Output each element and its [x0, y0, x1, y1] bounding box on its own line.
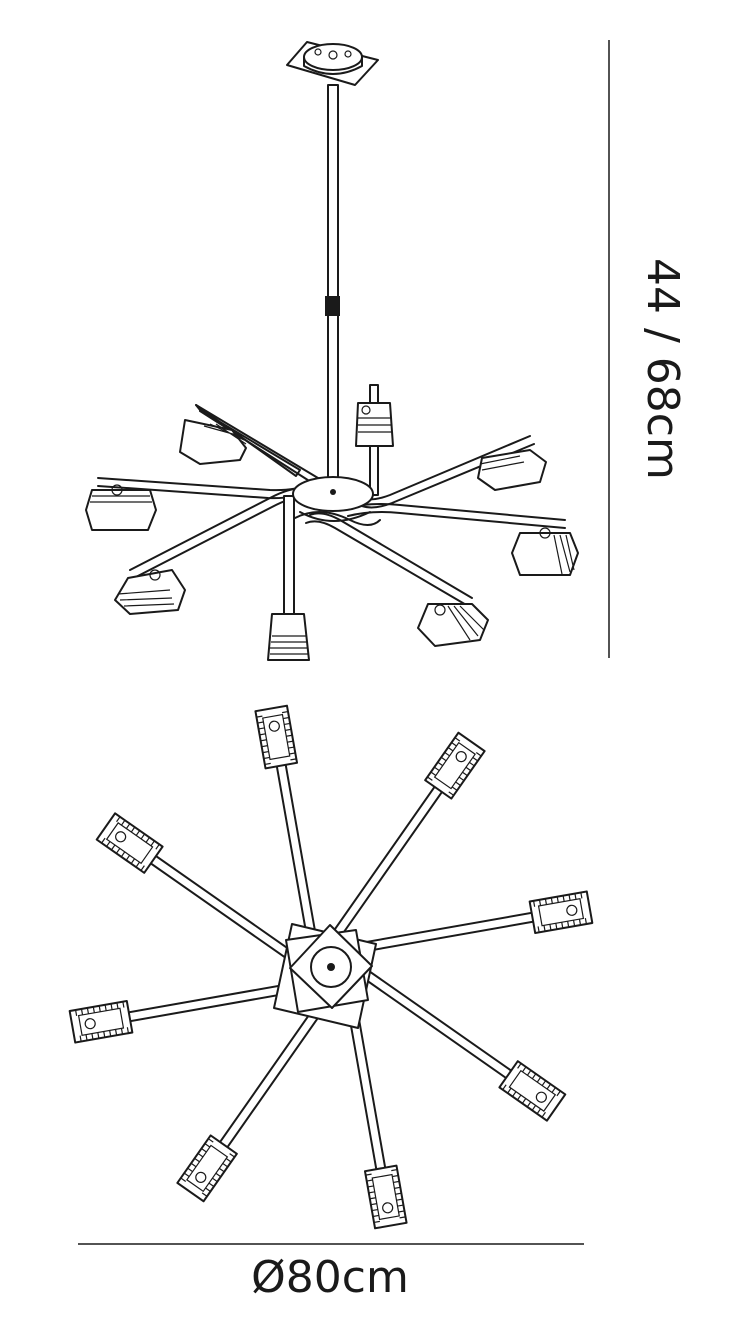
diameter-dimension-label: Ø80cm [251, 1252, 409, 1303]
shade [417, 603, 489, 647]
plan-arm [356, 890, 594, 954]
shade [85, 484, 157, 531]
shade [477, 449, 547, 491]
shade [179, 419, 247, 465]
plan-arm [254, 704, 318, 942]
shade [267, 613, 310, 661]
plan-arm [176, 996, 330, 1203]
plan-arm [344, 992, 408, 1230]
shade [114, 569, 186, 615]
shade [355, 402, 394, 447]
shade [511, 527, 579, 576]
suspension-rod [325, 84, 340, 496]
plan-view [68, 704, 594, 1230]
elevation-view [85, 41, 579, 661]
plan-arm [68, 980, 306, 1044]
plan-hub [273, 923, 377, 1029]
elevation-hub [292, 476, 381, 526]
ceiling-canopy [286, 41, 379, 86]
height-dimension-label: 44 / 68cm [637, 258, 688, 480]
plan-arm [360, 968, 567, 1122]
plan-arm [332, 731, 486, 938]
plan-arms [68, 704, 594, 1230]
plan-arm [95, 812, 302, 966]
elevation-shades [85, 402, 579, 661]
